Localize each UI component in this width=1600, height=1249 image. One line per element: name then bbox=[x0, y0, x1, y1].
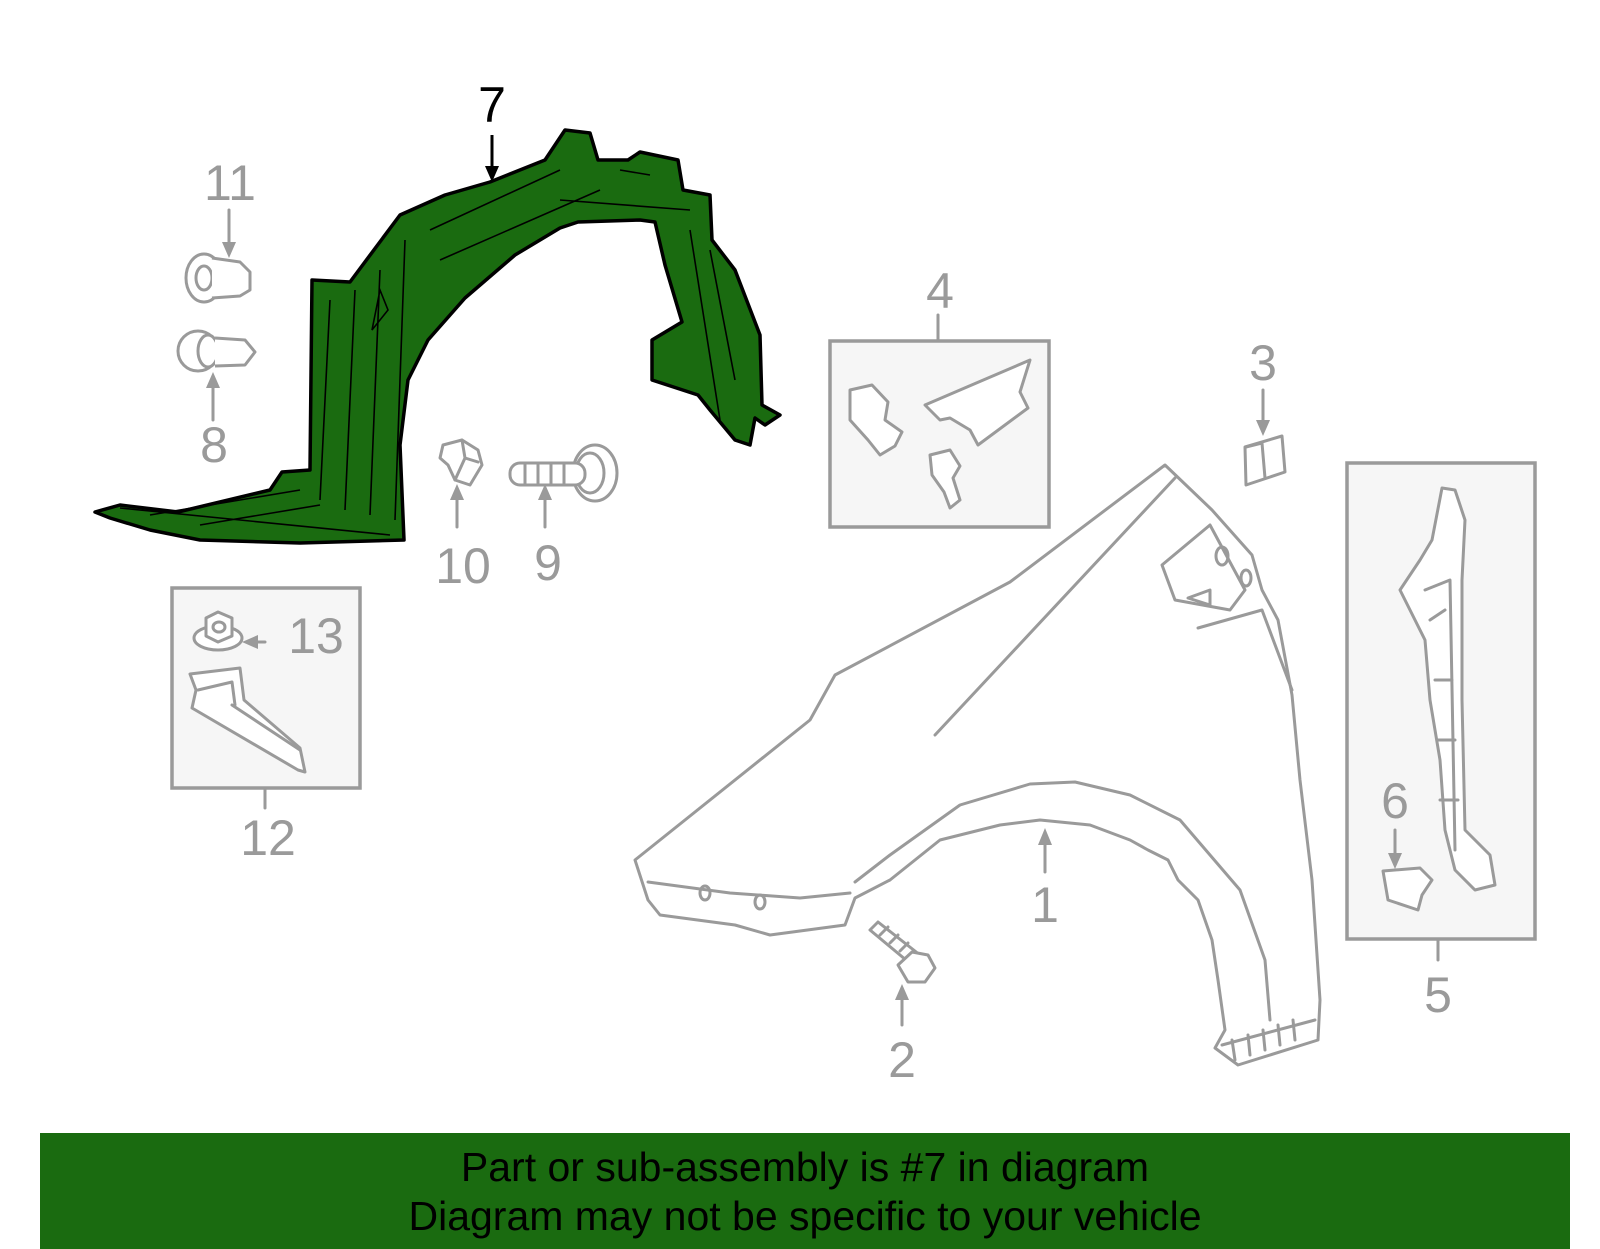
banner-line-1: Part or sub-assembly is #7 in diagram bbox=[460, 1144, 1150, 1190]
callout-3[interactable]: 3 bbox=[1249, 335, 1277, 391]
callout-11[interactable]: 11 bbox=[204, 155, 256, 211]
leader-lines bbox=[206, 135, 1440, 1027]
clip-part-6[interactable] bbox=[1381, 866, 1434, 912]
callout-7[interactable]: 7 bbox=[478, 77, 506, 133]
parts-diagram: 7 11 8 10 9 4 3 13 12 6 1 5 2 bbox=[93, 77, 1537, 1088]
bolt-part-9[interactable] bbox=[508, 443, 619, 503]
push-clip-part-8[interactable] bbox=[176, 329, 257, 373]
callout-9[interactable]: 9 bbox=[534, 535, 562, 591]
bracket-part-12[interactable] bbox=[188, 666, 307, 774]
fender-liner-part-7[interactable] bbox=[93, 128, 782, 545]
bolt-part-2[interactable] bbox=[868, 920, 937, 984]
callout-12[interactable]: 12 bbox=[240, 810, 296, 866]
callout-6[interactable]: 6 bbox=[1381, 773, 1409, 829]
fender-part-1[interactable] bbox=[633, 463, 1322, 1067]
seal-part-5[interactable] bbox=[1398, 486, 1497, 892]
nut-part-13[interactable] bbox=[192, 610, 244, 652]
callout-2[interactable]: 2 bbox=[888, 1032, 916, 1088]
clip-part-11[interactable] bbox=[184, 252, 252, 304]
callout-10[interactable]: 10 bbox=[435, 538, 491, 594]
bracket-part-4[interactable] bbox=[848, 358, 1032, 510]
banner-line-2: Diagram may not be specific to your vehi… bbox=[408, 1193, 1202, 1239]
callout-1[interactable]: 1 bbox=[1031, 877, 1059, 933]
callout-13[interactable]: 13 bbox=[288, 608, 344, 664]
info-banner: Part or sub-assembly is #7 in diagram Di… bbox=[40, 1133, 1570, 1249]
callout-8[interactable]: 8 bbox=[200, 417, 228, 473]
callout-4[interactable]: 4 bbox=[926, 263, 954, 319]
nut-clip-part-10[interactable] bbox=[438, 438, 484, 487]
clip-part-3[interactable] bbox=[1243, 434, 1287, 487]
callout-5[interactable]: 5 bbox=[1424, 967, 1452, 1023]
